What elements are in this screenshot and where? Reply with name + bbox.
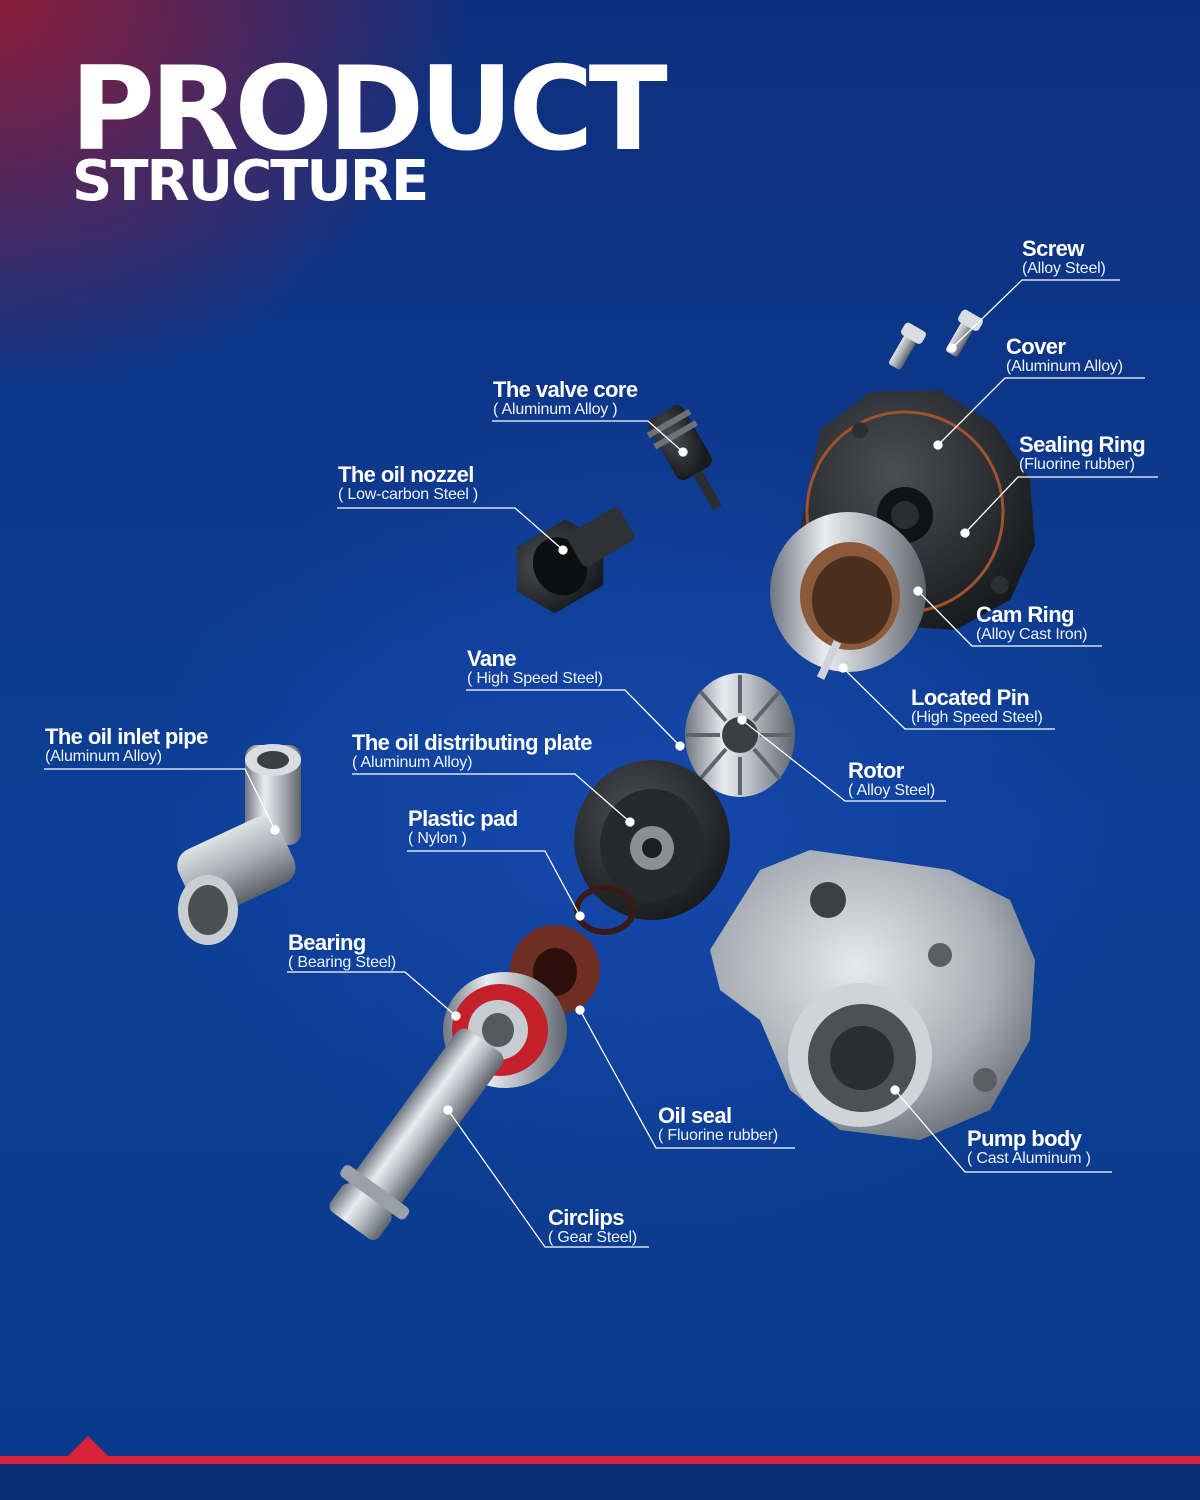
leader-vane	[466, 689, 685, 751]
part-material: ( Nylon )	[408, 830, 467, 847]
leader-oil-nozzel	[337, 507, 568, 555]
part-name: Vane	[467, 646, 517, 671]
footer-red-bar	[0, 1456, 1200, 1464]
part-material: (Alloy Steel)	[1022, 260, 1106, 277]
part-material: (Alloy Cast Iron)	[976, 626, 1088, 643]
leader-bearing	[287, 971, 461, 1021]
part-name: The oil nozzel	[338, 462, 474, 487]
footer-band	[0, 1464, 1200, 1500]
label-oil-inlet-pipe: The oil inlet pipe (Aluminum Alloy)	[45, 726, 208, 766]
part-material: ( Low-carbon Steel )	[338, 486, 479, 503]
part-name: The oil distributing plate	[352, 730, 592, 755]
valve-core-illustration	[646, 405, 722, 511]
oil-distributing-plate-illustration	[574, 760, 730, 920]
label-screw: Screw (Alloy Steel)	[1022, 238, 1106, 278]
part-name: The oil inlet pipe	[45, 724, 208, 749]
leader-located-pin	[838, 663, 1055, 730]
leader-oil-inlet-pipe	[44, 768, 280, 835]
leader-valve-core	[492, 420, 688, 457]
label-sealing-ring: Sealing Ring (Fluorine rubber)	[1019, 432, 1146, 474]
leader-screw	[947, 279, 1120, 353]
part-name: Rotor	[848, 758, 904, 783]
leader-pump-body	[890, 1085, 1112, 1173]
part-material: ( Cast Aluminum )	[967, 1150, 1091, 1167]
leader-lines	[44, 279, 1158, 1248]
part-material: ( Aluminum Alloy)	[352, 754, 473, 771]
leader-oil-distributing-plate	[352, 773, 635, 827]
part-name: Circlips	[548, 1205, 625, 1230]
oil-inlet-pipe-illustration	[177, 744, 301, 945]
leader-sealing-ring	[960, 476, 1158, 538]
part-name: Cover	[1006, 334, 1066, 359]
circlips-illustration	[329, 1028, 504, 1240]
leader-oil-seal	[575, 1005, 795, 1149]
part-name: Oil seal	[658, 1103, 732, 1128]
part-name: Sealing Ring	[1019, 432, 1146, 457]
leader-plastic-pad	[407, 850, 585, 921]
leader-cover	[933, 377, 1145, 450]
label-plastic-pad: Plastic pad ( Nylon )	[408, 808, 518, 848]
oil-nozzel-illustration	[516, 507, 635, 614]
part-name: Screw	[1022, 236, 1084, 261]
label-bearing: Bearing ( Bearing Steel)	[288, 932, 396, 972]
pump-body-illustration	[710, 850, 1035, 1140]
label-circlips: Circlips ( Gear Steel)	[548, 1207, 637, 1247]
label-vane: Vane ( High Speed Steel)	[467, 648, 603, 688]
label-located-pin: Located Pin (High Speed Steel)	[911, 687, 1043, 727]
part-name: Bearing	[288, 930, 366, 955]
part-material: ( Aluminum Alloy )	[493, 401, 618, 418]
part-material: (Fluorine rubber)	[1019, 456, 1135, 473]
leader-circlips	[443, 1105, 649, 1248]
part-name: Plastic pad	[408, 806, 518, 831]
part-material: ( High Speed Steel)	[467, 670, 603, 687]
page-title: PRODUCT	[70, 42, 668, 177]
part-material: ( Gear Steel)	[548, 1229, 637, 1246]
leader-rotor	[737, 715, 946, 802]
part-material: (Aluminum Alloy)	[45, 748, 162, 765]
label-oil-nozzel: The oil nozzel ( Low-carbon Steel )	[338, 464, 478, 504]
label-cover: Cover (Aluminum Alloy)	[1006, 336, 1123, 376]
part-material: ( Alloy Steel)	[848, 782, 936, 799]
leader-cam-ring	[913, 586, 1102, 647]
screw-illustration	[889, 309, 983, 370]
label-oil-distributing-plate: The oil distributing plate ( Aluminum Al…	[352, 732, 592, 772]
label-oil-seal: Oil seal ( Fluorine rubber)	[658, 1105, 778, 1145]
part-name: Located Pin	[911, 685, 1030, 710]
label-valve-core: The valve core ( Aluminum Alloy )	[493, 377, 638, 419]
label-cam-ring: Cam Ring (Alloy Cast Iron)	[976, 604, 1087, 644]
cam-ring-illustration	[770, 512, 926, 680]
label-rotor: Rotor ( Alloy Steel)	[848, 760, 935, 800]
part-name: The valve core	[493, 377, 638, 402]
part-name: Cam Ring	[976, 602, 1074, 627]
part-material: (High Speed Steel)	[911, 709, 1043, 726]
label-pump-body: Pump body ( Cast Aluminum )	[967, 1128, 1091, 1168]
part-material: ( Fluorine rubber)	[658, 1127, 779, 1144]
part-material: (Aluminum Alloy)	[1006, 358, 1123, 375]
part-name: Pump body	[967, 1126, 1082, 1151]
page-subtitle: STRUCTURE	[72, 149, 429, 214]
part-material: ( Bearing Steel)	[288, 954, 396, 971]
footer-triangle-accent	[68, 1436, 108, 1456]
